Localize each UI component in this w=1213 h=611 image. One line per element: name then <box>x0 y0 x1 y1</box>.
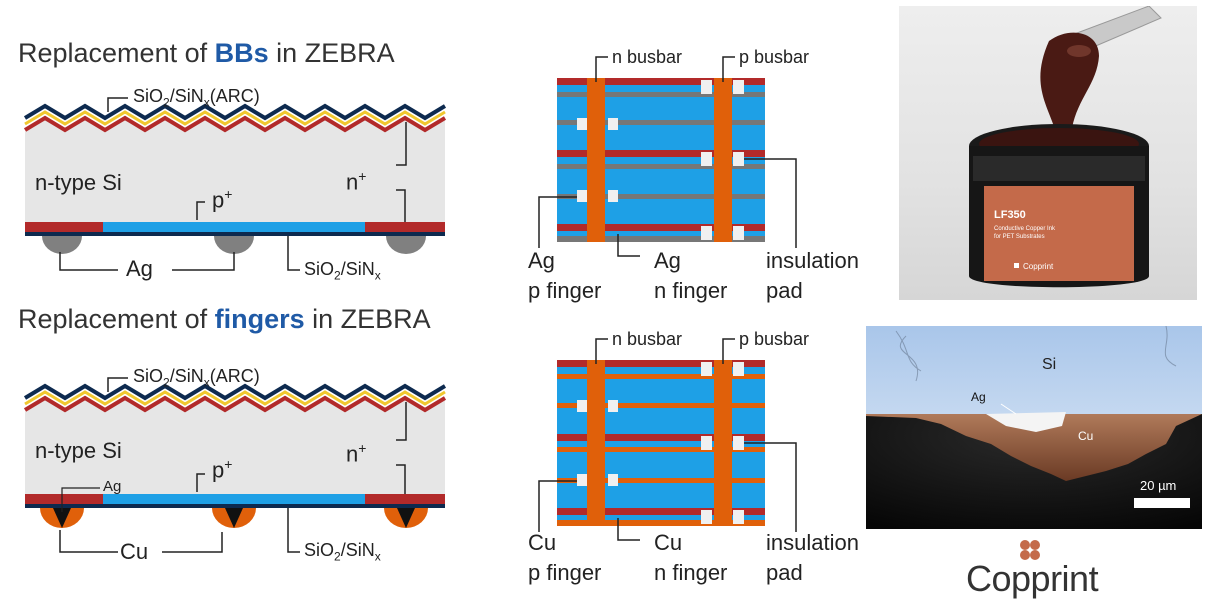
top-title: Replacement of BBs in ZEBRA <box>18 38 395 68</box>
top-n-plus-label: n+ <box>346 168 367 195</box>
bottom-p-plus-label: p+ <box>212 456 233 483</box>
copprint-logo-icon <box>1020 540 1040 560</box>
cross-section-micrograph: Si Ag Cu 20 µm <box>866 326 1202 529</box>
top-rear-passivation <box>25 232 445 236</box>
jar-label-text: LF350 <box>994 209 1026 221</box>
top-n-busbar-label: n busbar <box>612 47 683 67</box>
top-metal-label: Ag <box>126 256 153 281</box>
top-p-busbar <box>714 78 732 242</box>
bottom-substrate-label: n-type Si <box>35 438 122 463</box>
top-ag-contact-left <box>42 236 82 254</box>
top-substrate-label: n-type Si <box>35 170 122 195</box>
top-silicon-body <box>25 120 445 228</box>
top-p-plus-label: p+ <box>212 186 233 213</box>
micro-si-label: Si <box>1042 356 1057 373</box>
bottom-arc-layer-blue <box>23 383 447 401</box>
bottom-arc-layer-yellow <box>24 390 446 406</box>
bottom-p-region <box>103 494 365 504</box>
bottom-n-busbar-label: n busbar <box>612 329 683 349</box>
top-title-highlight: BBs <box>214 38 269 68</box>
jar-label-sub1: Conductive Copper Ink <box>994 226 1056 232</box>
bottom-ag-seed-left <box>53 508 71 528</box>
bottom-ag-seed-right <box>397 508 415 528</box>
bottom-passivation-label: SiO2/SiNx <box>304 540 381 564</box>
bottom-title-highlight: fingers <box>214 304 305 334</box>
jar-label-brand: Copprint <box>1023 262 1054 271</box>
micro-cu-label: Cu <box>1078 429 1094 443</box>
bottom-rear-passivation <box>25 504 445 508</box>
top-p-region <box>103 222 365 232</box>
top-n-region-left <box>25 222 103 232</box>
bottom-silicon-body <box>25 400 445 494</box>
micro-scale-label: 20 µm <box>1140 478 1177 493</box>
top-arc-label: SiO2/SiNx(ARC) <box>133 86 260 110</box>
bottom-n-plus-label: n+ <box>346 440 367 467</box>
copprint-wordmark: Copprint <box>966 558 1099 599</box>
bottom-n-busbar <box>587 360 605 526</box>
bottom-n-region-right <box>365 494 445 504</box>
bottom-ag-label: Ag <box>103 478 122 495</box>
top-passivation-label: SiO2/SiNx <box>304 259 381 283</box>
top-ag-contact-right <box>386 236 426 254</box>
jar-label-sub2: for PET Substrates <box>994 234 1045 240</box>
bottom-p-busbar <box>714 360 732 526</box>
top-ag-contact-mid <box>214 236 254 254</box>
top-arc-layer-red <box>23 115 447 133</box>
bottom-arc-label: SiO2/SiNx(ARC) <box>133 366 260 390</box>
bottom-p-busbar-label: p busbar <box>739 329 810 349</box>
top-p-busbar-label: p busbar <box>739 47 810 67</box>
top-n-region-right <box>365 222 445 232</box>
bottom-metal-label: Cu <box>120 539 149 564</box>
bottom-n-region-left <box>25 494 103 504</box>
top-arc-layer-yellow <box>24 110 446 126</box>
bottom-title: Replacement of fingers in ZEBRA <box>18 304 431 334</box>
bottom-arc-layer-red <box>23 395 447 413</box>
top-n-busbar <box>587 78 605 242</box>
bottom-ag-seed-mid <box>225 508 243 528</box>
micro-ag-label: Ag <box>971 390 986 404</box>
top-arc-layer-blue <box>23 103 447 121</box>
copper-ink-jar-photo: LF350 Conductive Copper Ink for PET Subs… <box>899 6 1197 300</box>
